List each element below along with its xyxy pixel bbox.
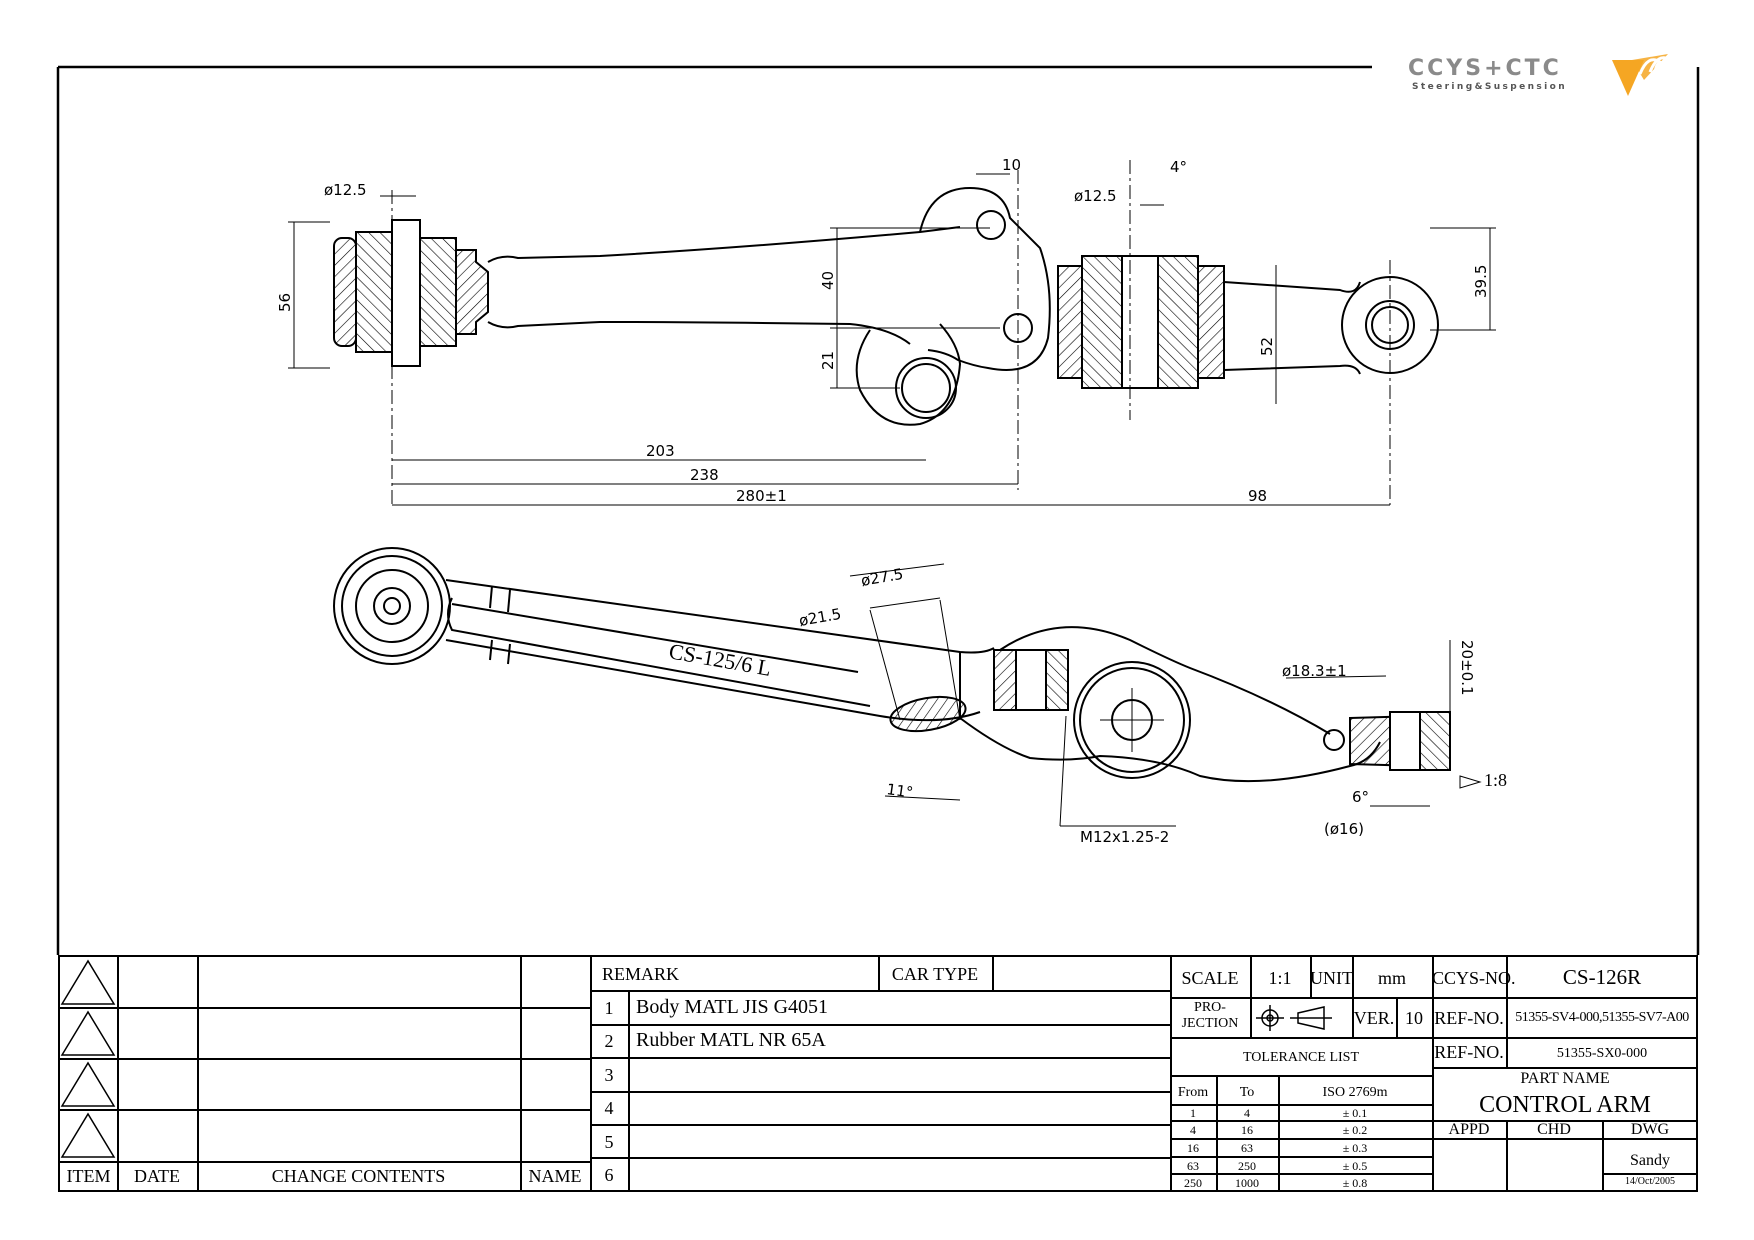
chd-label: CHD — [1537, 1121, 1571, 1138]
bottom-view — [333, 547, 1451, 783]
tol-value: ± 0.2 — [1342, 1123, 1368, 1137]
tol-from: 63 — [1187, 1159, 1199, 1173]
top-view-labels: ø12.5 56 10 4° ø12.5 40 21 39.5 52 203 2… — [276, 156, 1490, 505]
dim-angle-6: 6° — [1352, 788, 1369, 806]
dim-d12-5-mid: ø12.5 — [1074, 187, 1117, 205]
tol-value: ± 0.1 — [1342, 1106, 1368, 1120]
top-view — [333, 160, 1439, 505]
dim-taper: 1:8 — [1484, 770, 1507, 790]
tol-to: 250 — [1238, 1159, 1256, 1173]
car-type-label: CAR TYPE — [891, 964, 979, 984]
dim-52: 52 — [1258, 337, 1276, 356]
projection-symbol-icon — [1256, 1005, 1332, 1031]
ccys-no-value: CS-126R — [1562, 965, 1642, 989]
ref-no-value-2: 51355-SX0-000 — [1556, 1046, 1648, 1061]
tol-value: ± 0.8 — [1342, 1176, 1368, 1190]
bottom-view-dimensions — [849, 563, 1482, 827]
tol-from: 1 — [1190, 1106, 1196, 1120]
remark-text: Body MATL JIS G4051 — [636, 996, 829, 1018]
tol-from: 16 — [1187, 1141, 1199, 1155]
tol-to: 63 — [1241, 1141, 1253, 1155]
dim-40: 40 — [819, 271, 837, 290]
dim-203: 203 — [646, 442, 675, 460]
logo-wordmark: CCYS+CTC — [1408, 56, 1562, 81]
remark-no: 4 — [604, 1098, 614, 1118]
projection-label-2: JECTION — [1181, 1016, 1239, 1031]
header-name: NAME — [528, 1166, 582, 1186]
ccys-no-label: CCYS-NO. — [1432, 968, 1516, 988]
remark-header: REMARK — [602, 964, 680, 984]
header-item: ITEM — [66, 1166, 111, 1186]
top-view-dimensions — [288, 173, 1496, 506]
ref-no-label-1: REF-NO. — [1434, 1008, 1504, 1028]
part-name-label: PART NAME — [1520, 1070, 1610, 1087]
dim-20: 20±0.1 — [1458, 640, 1476, 696]
remark-no: 6 — [604, 1165, 614, 1185]
dwg-name: Sandy — [1630, 1152, 1670, 1169]
company-logo: CCYS+CTC Steering&Suspension — [1404, 50, 1704, 100]
drawing-border — [56, 65, 1700, 955]
logo-tagline: Steering&Suspension — [1412, 82, 1568, 92]
tol-to: 4 — [1244, 1106, 1250, 1120]
ref-no-value-1: 51355-SV4-000,51355-SV7-A00 — [1515, 1010, 1689, 1025]
unit-value: mm — [1377, 968, 1406, 988]
tol-to: 16 — [1241, 1123, 1253, 1137]
remark-no: 1 — [604, 998, 614, 1018]
projection-label-1: PRO- — [1194, 1000, 1226, 1015]
tol-value: ± 0.3 — [1342, 1141, 1368, 1155]
remark-no: 2 — [604, 1031, 614, 1051]
tolerance-title: TOLERANCE LIST — [1242, 1050, 1359, 1065]
tol-header-to: To — [1239, 1085, 1255, 1100]
dwg-label: DWG — [1630, 1121, 1670, 1138]
dim-280: 280±1 — [736, 487, 787, 505]
dim-d21-5: ø21.5 — [798, 605, 843, 630]
tol-from: 250 — [1184, 1176, 1202, 1190]
dim-56: 56 — [276, 293, 294, 312]
dim-d18-3: ø18.3±1 — [1282, 662, 1347, 680]
scale-value: 1:1 — [1268, 968, 1292, 988]
dim-98: 98 — [1248, 487, 1267, 505]
ver-label: VER. — [1353, 1008, 1395, 1028]
tol-to: 1000 — [1235, 1176, 1259, 1190]
scale-label: SCALE — [1181, 968, 1239, 988]
remark-no: 5 — [604, 1132, 614, 1152]
part-name-value: CONTROL ARM — [1479, 1092, 1651, 1118]
dim-angle-4: 4° — [1170, 158, 1187, 176]
dim-angle-11: 11° — [885, 780, 914, 802]
dim-39-5: 39.5 — [1472, 265, 1490, 298]
technical-drawing: ø12.5 56 10 4° ø12.5 40 21 39.5 52 203 2… — [56, 65, 1700, 955]
header-date: DATE — [134, 1166, 180, 1186]
tol-value: ± 0.5 — [1342, 1159, 1368, 1173]
dim-238: 238 — [690, 466, 719, 484]
remark-no: 3 — [604, 1065, 614, 1085]
bottom-view-labels: CS-125/6 L ø27.5 ø21.5 ø18.3±1 20±0.1 11… — [667, 565, 1507, 846]
appd-label: APPD — [1448, 1121, 1490, 1138]
dim-d27-5: ø27.5 — [860, 565, 905, 590]
title-block: ITEM DATE CHANGE CONTENTS NAME REMARK CA… — [58, 955, 1698, 1192]
revision-triangles — [60, 959, 116, 1158]
dim-10: 10 — [1002, 156, 1021, 174]
part-mark: CS-125/6 L — [667, 638, 773, 681]
dim-d12-5-left: ø12.5 — [324, 181, 367, 199]
ref-no-label-2: REF-NO. — [1434, 1042, 1504, 1062]
logo-emblem-icon — [1612, 54, 1673, 96]
unit-label: UNIT — [1310, 968, 1353, 988]
tol-header-iso: ISO 2769m — [1322, 1085, 1388, 1100]
ver-value: 10 — [1405, 1008, 1423, 1028]
dim-d16: (ø16) — [1324, 820, 1364, 838]
header-change-contents: CHANGE CONTENTS — [271, 1166, 446, 1186]
tol-from: 4 — [1190, 1123, 1196, 1137]
tol-header-from: From — [1177, 1085, 1209, 1100]
remark-text: Rubber MATL NR 65A — [636, 1029, 826, 1051]
dim-21: 21 — [819, 351, 837, 370]
dim-thread: M12x1.25-2 — [1080, 828, 1169, 846]
dwg-date: 14/Oct/2005 — [1625, 1176, 1675, 1187]
